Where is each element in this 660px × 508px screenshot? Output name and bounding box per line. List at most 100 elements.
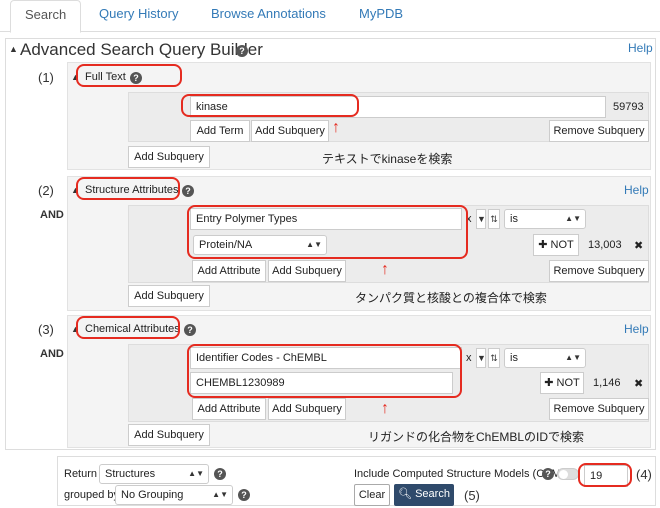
collapse-caret-icon[interactable]: ▲ xyxy=(71,185,80,195)
select-arrow-icon: ▲▼ xyxy=(565,353,581,362)
select-arrow-icon: ▲▼ xyxy=(212,490,228,499)
add-subquery-button[interactable]: Add Subquery xyxy=(268,398,346,420)
value-select[interactable]: Protein/NA ▲▼ xyxy=(193,235,327,255)
up-arrow-icon: ↑ xyxy=(381,400,389,417)
group-marker: (3) xyxy=(38,322,54,337)
add-subquery-button[interactable]: Add Subquery xyxy=(251,120,329,142)
select-arrow-icon: ▲▼ xyxy=(306,240,322,249)
highlight-box xyxy=(76,64,182,87)
tab-browse-annotations[interactable]: Browse Annotations xyxy=(211,6,326,21)
search-button[interactable]: 🔍︎ Search xyxy=(394,484,454,506)
highlight-box xyxy=(76,177,180,200)
highlight-box xyxy=(578,463,632,487)
remove-subquery-button[interactable]: Remove Subquery xyxy=(549,398,649,420)
group-operator: AND xyxy=(40,209,64,221)
dropdown-icon[interactable]: ▼ xyxy=(476,348,486,368)
sort-icon[interactable]: ⇅ xyxy=(488,209,500,229)
group-title: Structure Attributes xyxy=(85,184,179,196)
not-toggle-button[interactable]: ✚ NOT xyxy=(540,372,584,394)
highlight-box xyxy=(187,205,468,259)
select-arrow-icon: ▲▼ xyxy=(188,469,204,478)
attribute-select[interactable]: Entry Polymer Types xyxy=(190,208,462,230)
value-select-label: Protein/NA xyxy=(199,239,253,251)
clear-icon[interactable]: x xyxy=(466,213,472,225)
group-help-link[interactable]: Help xyxy=(624,322,649,336)
group-title: Chemical Attributes xyxy=(85,323,180,335)
tab-query-history[interactable]: Query History xyxy=(99,6,179,21)
remove-icon[interactable]: ✖ xyxy=(634,240,644,252)
collapse-caret-icon[interactable]: ▲ xyxy=(71,324,80,334)
add-attribute-button[interactable]: Add Attribute xyxy=(192,398,266,420)
grouped-by-label: grouped by xyxy=(64,489,120,501)
value-input[interactable]: CHEMBL1230989 xyxy=(190,372,453,394)
collapse-caret-icon[interactable]: ▲ xyxy=(9,44,18,54)
builder-title: Advanced Search Query Builder xyxy=(20,40,263,59)
highlight-box xyxy=(76,316,180,339)
operator-select-label: is xyxy=(510,352,518,364)
help-icon[interactable]: ? xyxy=(182,185,194,197)
not-label: NOT xyxy=(550,239,574,251)
plus-icon: ✚ xyxy=(538,239,548,251)
builder-help-link[interactable]: Help xyxy=(628,41,653,55)
help-icon[interactable]: ? xyxy=(130,72,142,84)
tab-mypdb[interactable]: MyPDB xyxy=(359,6,404,21)
help-icon[interactable]: ? xyxy=(184,324,196,336)
marker-4: (4) xyxy=(636,467,652,482)
annotation-note: テキストでkinaseを検索 xyxy=(322,152,453,166)
add-subquery-outer-button[interactable]: Add Subquery xyxy=(128,285,210,307)
up-arrow-icon: ↑ xyxy=(332,119,340,136)
grouping-select[interactable]: No Grouping ▲▼ xyxy=(115,485,233,505)
return-label: Return xyxy=(64,468,98,480)
operator-select[interactable]: is ▲▼ xyxy=(504,348,586,368)
result-count: 59793 xyxy=(613,101,644,113)
remove-subquery-button[interactable]: Remove Subquery xyxy=(549,260,649,282)
collapse-caret-icon[interactable]: ▲ xyxy=(71,72,80,82)
add-attribute-button[interactable]: Add Attribute xyxy=(192,260,266,282)
dropdown-icon[interactable]: ▼ xyxy=(476,209,486,229)
result-count: 13,003 xyxy=(588,239,622,251)
help-icon[interactable]: ? xyxy=(214,468,226,480)
annotation-note: タンパク質と核酸との複合体で検索 xyxy=(355,291,547,305)
operator-select[interactable]: is ▲▼ xyxy=(504,209,586,229)
help-icon[interactable]: ? xyxy=(236,45,248,57)
plus-icon: ✚ xyxy=(544,377,554,389)
remove-subquery-button[interactable]: Remove Subquery xyxy=(549,120,649,142)
add-subquery-outer-button[interactable]: Add Subquery xyxy=(128,424,210,446)
group-title: Full Text xyxy=(85,71,126,83)
group-help-link[interactable]: Help xyxy=(624,183,649,197)
search-button-label: Search xyxy=(415,488,450,500)
attribute-select[interactable]: Identifier Codes - ChEMBL xyxy=(190,347,462,369)
clear-button[interactable]: Clear xyxy=(354,484,390,506)
add-subquery-outer-button[interactable]: Add Subquery xyxy=(128,146,210,168)
help-icon[interactable]: ? xyxy=(238,489,250,501)
up-arrow-icon: ↑ xyxy=(381,261,389,278)
nav-tabs: Search Query History Browse Annotations … xyxy=(0,0,660,33)
clear-icon[interactable]: x xyxy=(466,352,472,364)
sort-icon[interactable]: ⇅ xyxy=(488,348,500,368)
highlight-box xyxy=(181,94,359,117)
marker-5: (5) xyxy=(464,488,480,503)
grouping-select-label: No Grouping xyxy=(121,489,184,501)
tab-search[interactable]: Search xyxy=(10,0,82,33)
group-marker: (2) xyxy=(38,183,54,198)
return-select[interactable]: Structures ▲▼ xyxy=(99,464,209,484)
operator-select-label: is xyxy=(510,213,518,225)
toggle-knob xyxy=(559,470,568,479)
csm-toggle[interactable] xyxy=(557,468,579,480)
select-arrow-icon: ▲▼ xyxy=(565,214,581,223)
remove-icon[interactable]: ✖ xyxy=(634,378,644,390)
group-marker: (1) xyxy=(38,70,54,85)
return-select-label: Structures xyxy=(105,468,156,480)
not-label: NOT xyxy=(556,377,580,389)
add-term-button[interactable]: Add Term xyxy=(190,120,250,142)
highlight-box xyxy=(187,344,462,398)
group-operator: AND xyxy=(40,348,64,360)
annotation-note: リガンドの化合物をChEMBLのIDで検索 xyxy=(368,430,585,444)
not-toggle-button[interactable]: ✚ NOT xyxy=(533,234,579,256)
help-icon[interactable]: ? xyxy=(542,468,554,480)
csm-label: Include Computed Structure Models (CSM) xyxy=(354,468,565,480)
add-subquery-button[interactable]: Add Subquery xyxy=(268,260,346,282)
full-text-input[interactable]: kinase xyxy=(190,96,606,118)
result-count: 1,146 xyxy=(593,377,621,389)
search-icon: 🔍︎ xyxy=(398,488,413,500)
